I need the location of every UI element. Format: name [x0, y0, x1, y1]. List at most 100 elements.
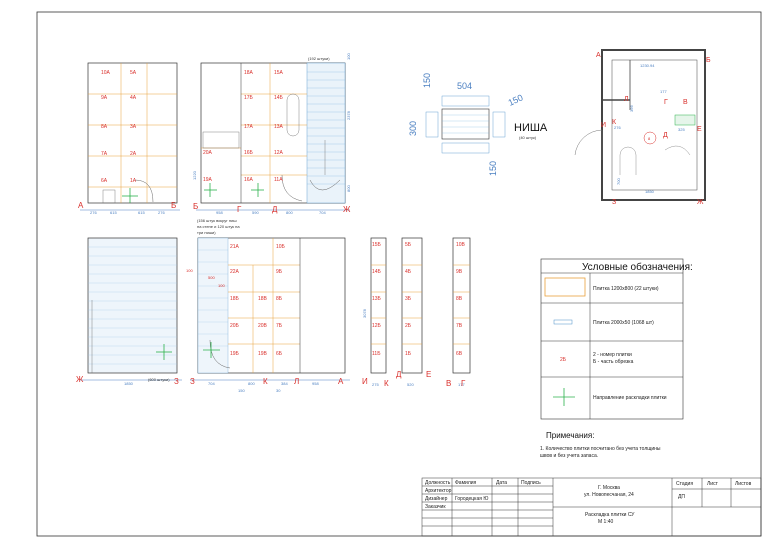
count-note: (600 штуки)	[148, 377, 170, 382]
dim: 30	[276, 388, 281, 393]
tb-row: Заказчик	[425, 504, 446, 510]
count-note: (192 штуки)	[308, 56, 330, 61]
tile-label: 17А	[244, 124, 254, 130]
plan-letter: Е	[697, 126, 702, 133]
tb-sheet-title: Раскладка плитки СУ	[585, 512, 635, 518]
tb-sheets-header: Листов	[735, 481, 752, 487]
direction-arrow-icon	[553, 388, 575, 406]
section-letter: Е	[426, 370, 431, 379]
elevation-zh-z: 1850 (600 штуки) Ж З	[76, 237, 182, 386]
tile-label: 18А	[244, 70, 254, 76]
section-letter: Б	[193, 202, 198, 211]
plan-letter: Г	[664, 99, 668, 106]
plan-letter: К	[612, 119, 617, 126]
section-letter: К	[384, 379, 389, 388]
tile-label: 4А	[130, 95, 137, 101]
sheet-frame	[36, 11, 762, 537]
tile-label: 13А	[274, 124, 284, 130]
tb-row: Дизайнер	[425, 495, 448, 502]
tb-designer-name: Городецкая Ю	[455, 496, 488, 502]
plan-dim: 366	[629, 105, 634, 112]
plan-letter: Д	[663, 132, 668, 139]
dim: 958	[216, 210, 223, 215]
section-letter: Д	[272, 205, 278, 214]
tile-label: 12Б	[372, 323, 382, 329]
side-dim: 500	[208, 275, 215, 280]
tile-label: 7А	[101, 151, 108, 157]
tile-label: 8Б	[276, 296, 283, 302]
plan-dim: 1230.94	[640, 63, 655, 68]
dim: 590	[252, 210, 259, 215]
section-letter: И	[362, 377, 368, 386]
side-dim: 100	[218, 283, 225, 288]
tile-label: 19А	[203, 177, 213, 183]
tile-label: 8А	[101, 124, 108, 130]
niche-dim: 150	[488, 161, 498, 176]
plan-letter: Ж	[697, 199, 704, 206]
tb-address: Г. Москва	[598, 485, 620, 491]
tb-address: ул. Новопесчаная, 24	[584, 492, 634, 498]
notes: Примечания: 1. Количество плитки посчита…	[540, 431, 661, 459]
tile-label: 13Б	[372, 296, 382, 302]
tile-label: 3А	[130, 124, 137, 130]
section-letter: А	[338, 377, 344, 386]
tile-label: 6В	[456, 351, 463, 357]
tile-label: 6А	[101, 178, 108, 184]
tile-label: 6Б	[276, 351, 283, 357]
section-letter: Б	[171, 201, 176, 210]
tile-label: 15А	[274, 70, 284, 76]
dim: 384	[281, 381, 288, 386]
dim: 800	[286, 210, 293, 215]
dim: 2378	[346, 110, 351, 120]
count-note: на стене и 120 штук на	[197, 224, 240, 229]
dim: 615	[110, 210, 117, 215]
legend-label: Плитка 1200х800 (22 штуки)	[593, 286, 659, 292]
tile-label: 16А	[244, 177, 254, 183]
legend-label: Плитка 2000х50 (1068 шт)	[593, 320, 654, 326]
dim: 800	[248, 381, 255, 386]
tile-label: 9В	[456, 269, 463, 275]
dim: 100	[346, 53, 351, 60]
tile-label: 9Б	[276, 269, 283, 275]
tile-label: 2А	[130, 151, 137, 157]
plan-dim: 700	[616, 178, 621, 185]
dim: 276	[158, 210, 165, 215]
legend-label: Направление раскладки плитки	[593, 395, 667, 401]
tile-label: 11Б	[372, 351, 381, 357]
plan-letter: В	[683, 99, 688, 106]
niche-dim: 150	[422, 73, 432, 88]
tile-label: 5Б	[405, 242, 412, 248]
tile-label: 22А	[230, 269, 240, 275]
count-note: (156 штук вокруг ниш	[197, 218, 237, 223]
legend-swatch-strip-tile	[553, 319, 573, 325]
dim: 958	[312, 381, 319, 386]
tb-stage-header: Стадия	[676, 481, 693, 487]
tile-label: 3Б	[405, 296, 412, 302]
legend: Условные обозначения: Плитка 1200х800 (2…	[540, 258, 693, 420]
niche-dim: 300	[408, 121, 418, 136]
tile-label: 19Б	[230, 351, 240, 357]
tile-label: 17Б	[244, 95, 254, 101]
tile-label: 1А	[130, 178, 137, 184]
tile-label: 21А	[230, 244, 240, 250]
strip-v-g: 10В 9В 8В 7В 6В 177 В Г	[446, 237, 471, 388]
dim: 704	[208, 381, 215, 386]
notes-title: Примечания:	[546, 431, 594, 440]
dim: 520	[407, 382, 414, 387]
section-letter: Г	[461, 379, 466, 388]
tb-stage-value: ДП	[678, 494, 685, 500]
tile-label: 4Б	[405, 269, 412, 275]
niche-count: (40 штук)	[519, 135, 537, 140]
plan-dim: 276	[614, 125, 621, 130]
dim: 150	[238, 388, 245, 393]
dim: 276	[90, 210, 97, 215]
tile-label: 18В	[258, 296, 268, 302]
tile-label: 12А	[274, 150, 284, 156]
legend-label: 2 - номер плитки	[593, 352, 632, 358]
section-letter: К	[263, 377, 268, 386]
tile-label: 11А	[274, 177, 283, 183]
floor-plan: 8 А Б Л Г В И К Д Е З Ж 1230.94 177 366 …	[574, 49, 711, 206]
strip-d-e: 5Б 4Б 3Б 2Б 1Б 520 Д Е	[396, 237, 431, 387]
notes-line: 1. Количество плитки посчитано без учета…	[540, 446, 661, 452]
